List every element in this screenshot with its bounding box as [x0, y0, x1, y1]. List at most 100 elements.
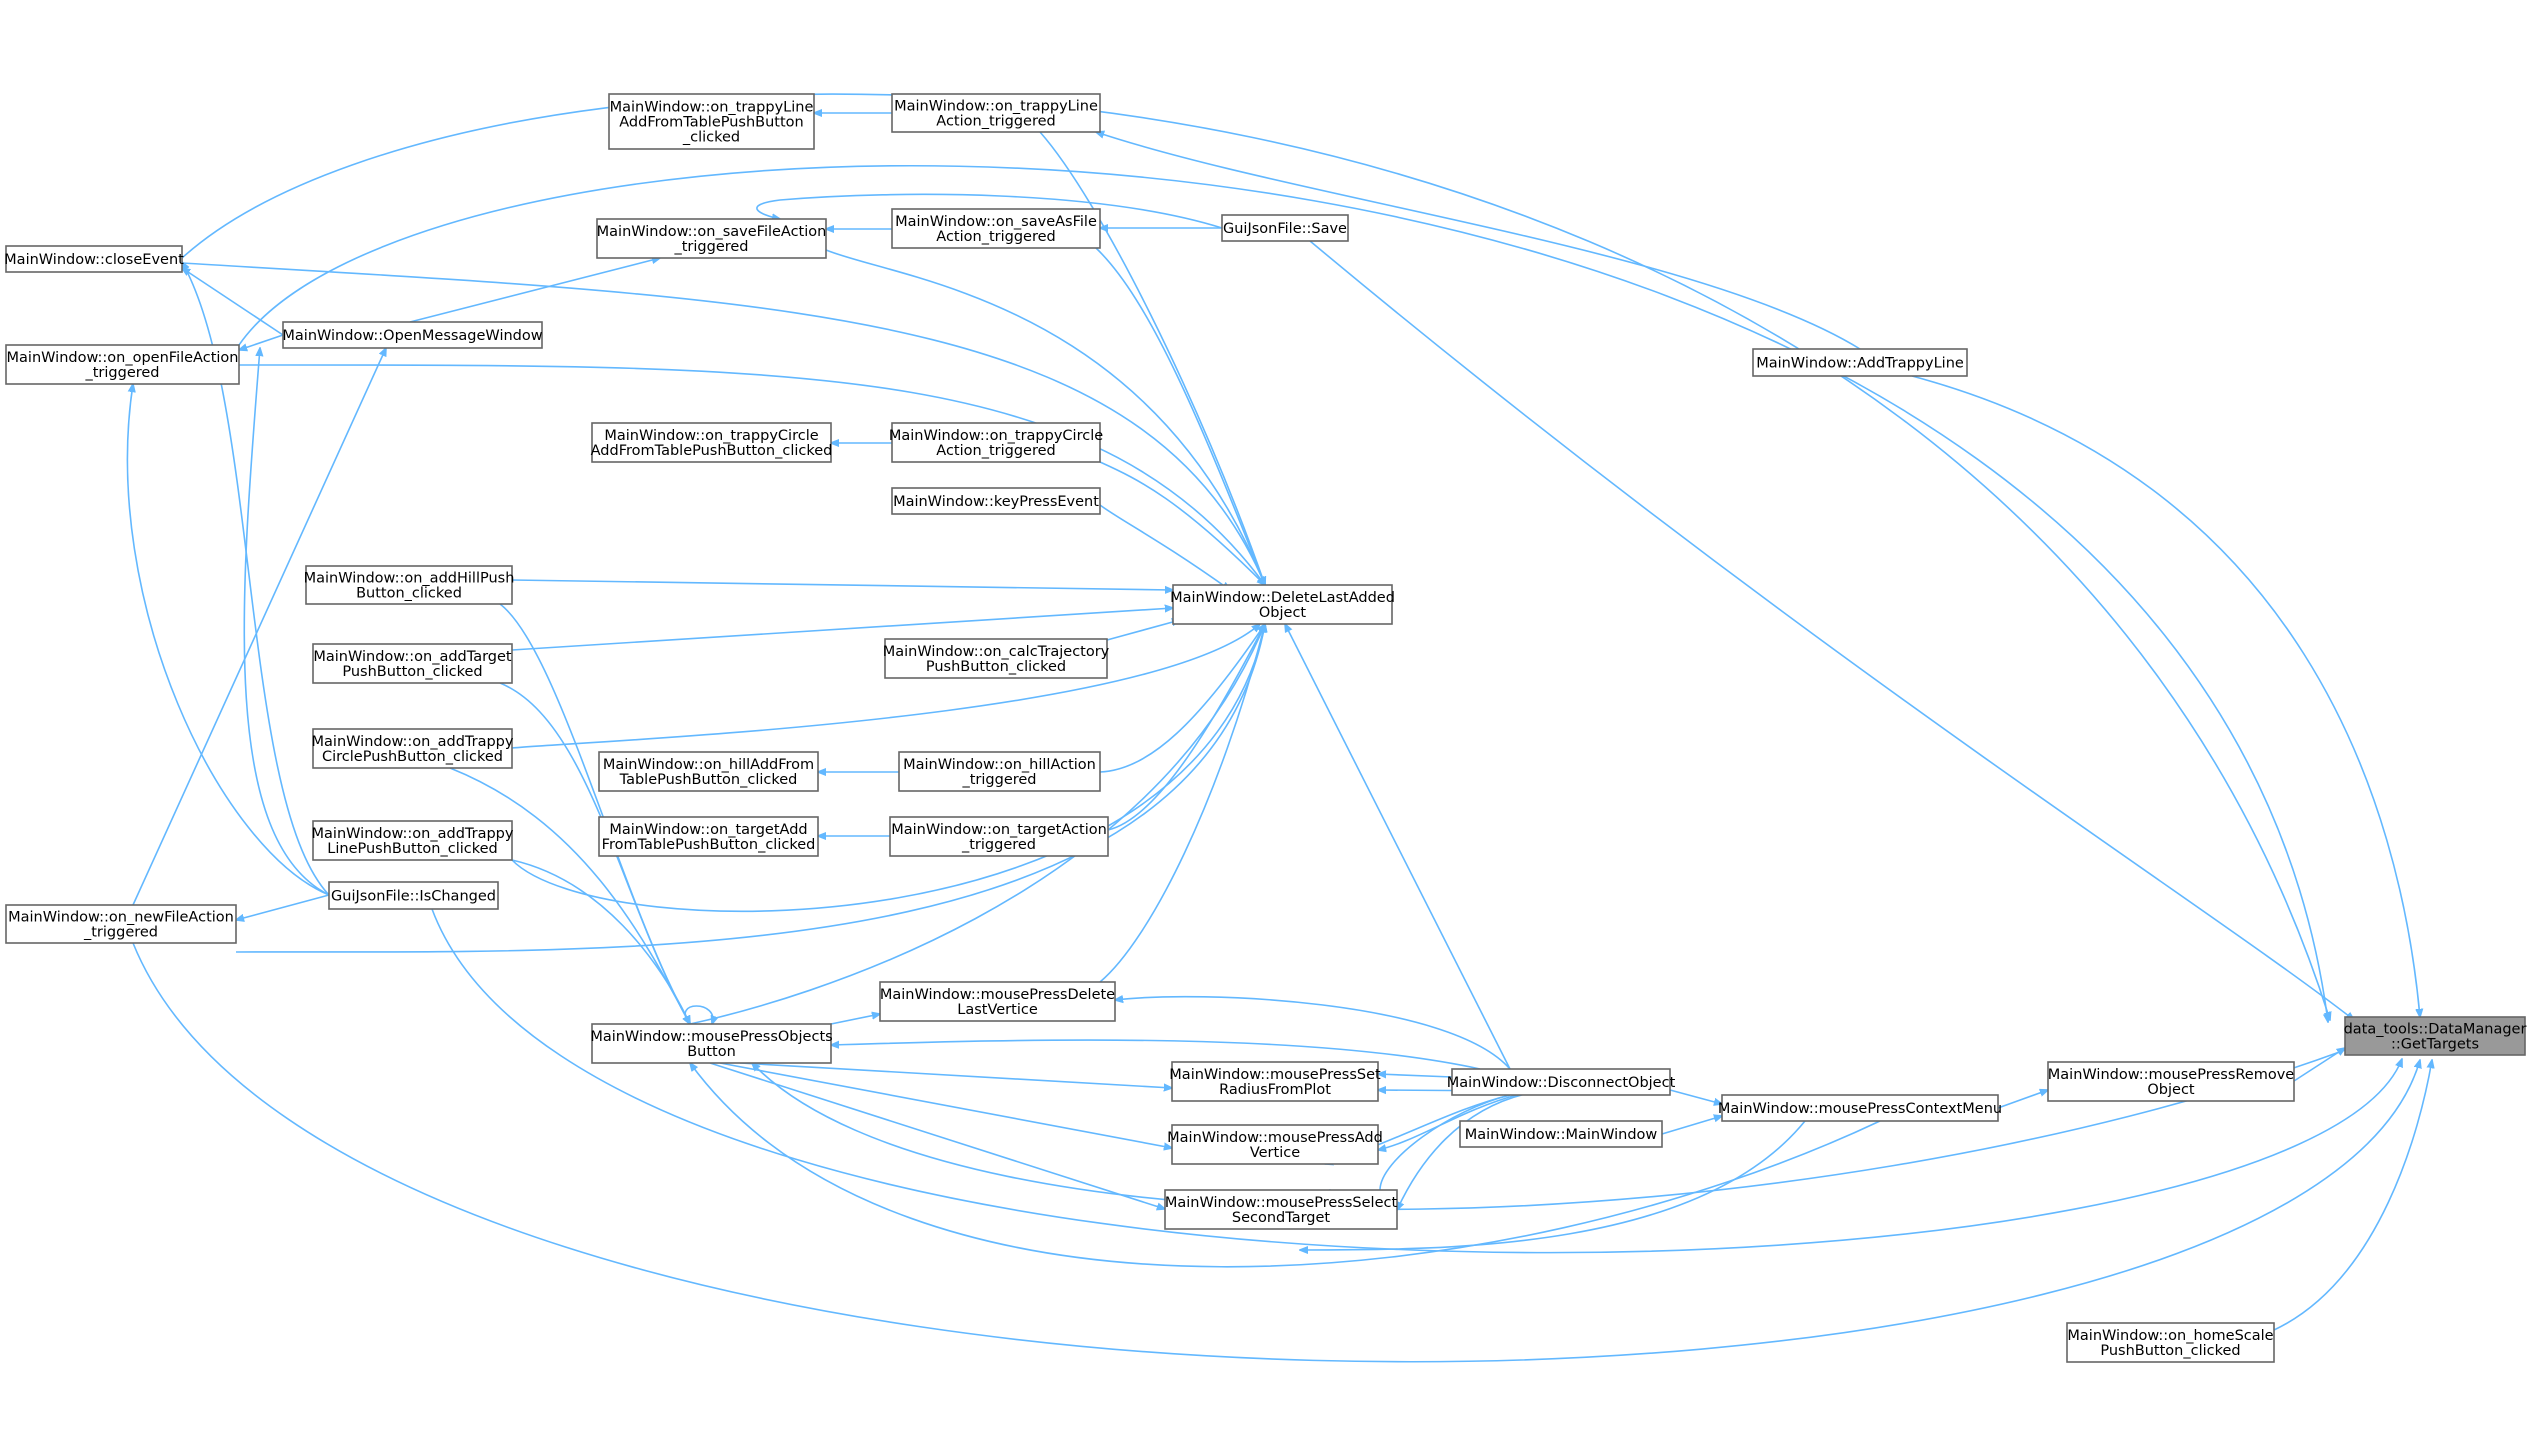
node-label-line: GuiJsonFile::IsChanged: [331, 889, 496, 905]
edge-dl-saveas: [1095, 247, 1265, 585]
node-label-line: MainWindow::on_trappyCircle: [604, 428, 818, 444]
edge-dc-ctx: [1669, 1089, 1722, 1104]
node-mainWindow[interactable]: MainWindow::MainWindow: [1459, 1120, 1663, 1148]
node-label-line: MainWindow::MainWindow: [1465, 1127, 1658, 1143]
edge-line: [181, 262, 1265, 585]
edge-addv-mpobj: [719, 1062, 1172, 1148]
node-label: MainWindow::mousePressContextMenu: [1718, 1101, 2002, 1117]
node-label-line: MainWindow::DeleteLastAdded: [1170, 590, 1395, 606]
edge-line: [1099, 624, 1265, 773]
node-box: [5, 344, 240, 385]
node-box: [1752, 348, 1968, 377]
node-label: MainWindow::on_openFileAction_triggered: [7, 350, 239, 381]
edge-ctx-remove: [1997, 1090, 2048, 1109]
edge-line: [132, 942, 2420, 1363]
node-targetAct[interactable]: MainWindow::on_targetAction_triggered: [889, 816, 1109, 857]
edge-savefile-msg: [409, 258, 660, 323]
node-saveFile[interactable]: MainWindow::on_saveFileAction_triggered: [596, 218, 827, 259]
edge-setrad-mpobj: [739, 1062, 1172, 1088]
edge-dl-targetact: [1107, 624, 1265, 831]
node-save[interactable]: GuiJsonFile::Save: [1221, 214, 1349, 242]
root-node[interactable]: data_tools::DataManager::GetTargets: [2344, 1016, 2527, 1056]
node-label-line: MainWindow::mousePressRemove: [2048, 1067, 2295, 1083]
node-disconnect[interactable]: MainWindow::DisconnectObject: [1447, 1068, 1676, 1096]
edge-line: [1911, 375, 2420, 1017]
node-newFile[interactable]: MainWindow::on_newFileAction_triggered: [5, 904, 237, 944]
node-box: [1451, 1068, 1671, 1096]
node-mpContext[interactable]: MainWindow::mousePressContextMenu: [1718, 1094, 2002, 1122]
node-closeEvent[interactable]: MainWindow::closeEvent: [4, 245, 184, 273]
node-box: [598, 751, 819, 792]
node-label-line: MainWindow::mousePressObjects: [590, 1029, 832, 1045]
nodes: data_tools::DataManager::GetTargetsMainW…: [4, 93, 2527, 1363]
node-label-line: MainWindow::on_homeScale: [2067, 1328, 2273, 1344]
node-box: [879, 981, 1116, 1022]
edge-mpobj-hill: [499, 603, 690, 1024]
node-label-line: Button: [687, 1044, 736, 1060]
node-keyPress[interactable]: MainWindow::keyPressEvent: [891, 487, 1101, 515]
node-hillAct[interactable]: MainWindow::on_hillAction_triggered: [898, 751, 1101, 792]
node-label-line: MainWindow::mousePressSet: [1169, 1067, 1381, 1083]
node-label-line: MainWindow::on_saveFileAction: [597, 224, 827, 240]
edge-line: [2293, 1048, 2345, 1082]
edge-line: [739, 1062, 1172, 1088]
edge-open-root: [238, 164, 2328, 1022]
edge-line: [1096, 132, 1861, 350]
node-box: [898, 751, 1101, 792]
node-isChanged[interactable]: GuiJsonFile::IsChanged: [328, 881, 499, 910]
edge-remove-root: [2293, 1048, 2345, 1082]
node-label-line: MainWindow::mousePressSelect: [1165, 1195, 1398, 1211]
node-addTrappyLineFn[interactable]: MainWindow::AddTrappyLine: [1752, 348, 1968, 377]
edge-line: [182, 268, 284, 336]
node-box: [5, 904, 237, 944]
node-label-line: Object: [2147, 1082, 2195, 1098]
edge-line: [1095, 247, 1265, 585]
edge-line: [1099, 624, 1265, 983]
edge-atl-root: [1911, 375, 2420, 1017]
node-label-line: Vertice: [1250, 1145, 1300, 1161]
node-label-line: MainWindow::mousePressDelete: [880, 987, 1115, 1003]
edge-dl-hill: [511, 579, 1173, 590]
node-openFile[interactable]: MainWindow::on_openFileAction_triggered: [5, 344, 240, 385]
edge-msg-open: [239, 334, 284, 350]
node-box: [312, 728, 513, 769]
node-box: [889, 816, 1109, 857]
edge-line: [511, 859, 690, 1024]
node-openMsg[interactable]: MainWindow::OpenMessageWindow: [282, 321, 543, 349]
edge-line: [235, 624, 1265, 953]
node-box: [1721, 1094, 1999, 1122]
edge-ctx-root: [1300, 1120, 1806, 1250]
node-box: [2344, 1016, 2526, 1056]
node-label-line: _clicked: [682, 130, 740, 146]
node-label-line: MainWindow::on_trappyCircle: [889, 428, 1103, 444]
node-label-line: MainWindow::closeEvent: [4, 252, 184, 268]
